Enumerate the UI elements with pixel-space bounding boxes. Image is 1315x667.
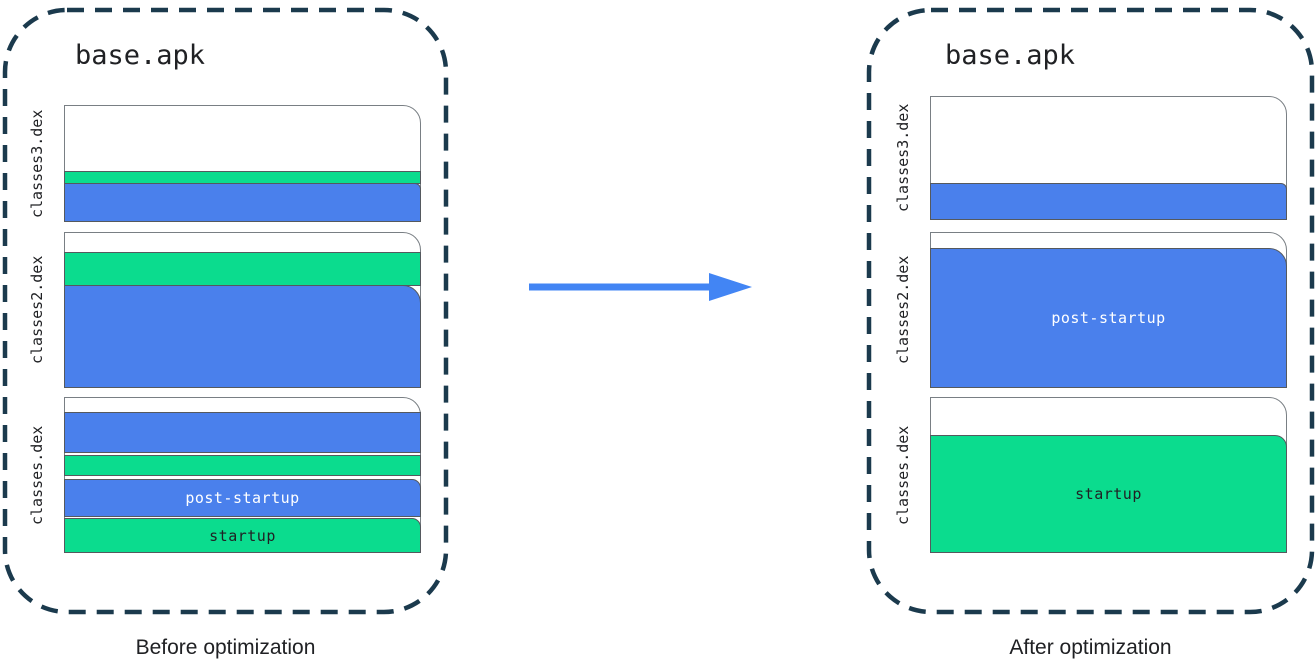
after-classes-label: classes.dex [894,425,912,525]
segment-green [64,455,421,476]
segment-startup: startup [930,435,1287,553]
segment-post-startup: post-startup [64,479,421,517]
after-classes2-page: post-startup [930,232,1287,388]
segment-label: post-startup [185,489,300,507]
segment-green [64,252,421,286]
after-caption: After optimization [1009,636,1172,659]
before-caption: Before optimization [135,636,316,659]
segment-label: post-startup [1051,309,1166,327]
segment-startup: startup [64,518,421,553]
segment-label: startup [1075,485,1142,503]
before-classes2-page [64,232,421,388]
before-classes3-label: classes3.dex [28,109,46,218]
after-classes-page: startup [930,397,1287,553]
before-classes2-label: classes2.dex [28,255,46,365]
after-apk-title: base.apk [945,40,1076,71]
segment-label: startup [209,526,276,545]
after-classes3-label: classes3.dex [894,103,912,213]
segment-blue [930,183,1287,220]
before-apk-frame [2,7,449,615]
segment-blue [64,285,421,388]
arrow-right-icon [529,273,752,301]
after-classes2-label: classes2.dex [894,255,912,365]
before-classes-label: classes.dex [28,425,46,525]
segment-blue [64,412,421,453]
after-classes3-page [930,96,1287,220]
before-classes-page: post-startup startup [64,397,421,553]
segment-post-startup: post-startup [930,248,1287,388]
after-apk-frame [866,7,1315,615]
before-apk-title: base.apk [75,40,206,71]
segment-blue [64,183,421,222]
before-classes3-page [64,105,421,222]
